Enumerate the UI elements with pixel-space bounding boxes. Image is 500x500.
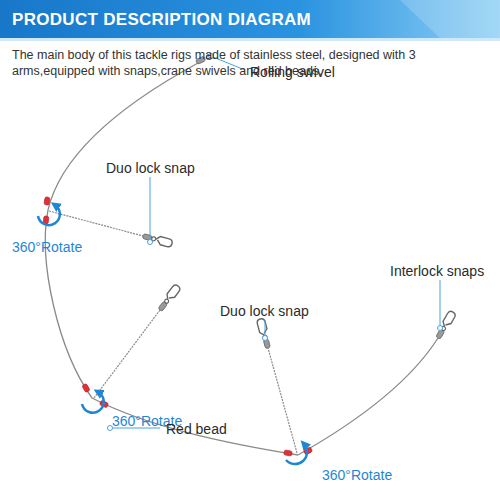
part-label: Rolling swivel: [250, 63, 335, 81]
duo-lock-snap: [142, 232, 173, 247]
main-wire: [45, 63, 298, 455]
banner-accent: [400, 0, 500, 38]
interlock-snap: [435, 310, 457, 340]
leader-lines: [108, 54, 443, 431]
rotate-arrow: [82, 392, 104, 413]
leader-line: [150, 177, 151, 240]
red-bead: [44, 197, 50, 206]
leader-dot: [148, 240, 153, 245]
duo-lock-snap: [256, 318, 271, 349]
title-text: PRODUCT DESCRIPTION DIAGRAM: [12, 10, 311, 30]
rotate-arrow: [38, 205, 60, 225]
arm-wire: [49, 211, 143, 236]
main-wire: [298, 338, 438, 455]
leader-dot: [263, 336, 268, 341]
leader-line: [265, 320, 266, 336]
rotate-label: 360°Rotate: [12, 238, 82, 256]
leader-line: [440, 280, 441, 326]
red-bead: [284, 450, 293, 456]
arm-wire: [94, 310, 160, 398]
part-label: Interlock snaps: [390, 262, 484, 280]
duo-lock-snap: [157, 284, 181, 313]
leader-dot: [108, 426, 113, 431]
part-label: Red bead: [166, 420, 227, 438]
banner-rule: [0, 38, 500, 41]
rotate-arrow: [286, 444, 307, 464]
part-label: Duo lock snap: [106, 159, 195, 177]
part-label: Duo lock snap: [220, 302, 309, 320]
arm-wire: [268, 348, 297, 453]
red-bead: [82, 383, 90, 392]
leader-dot: [438, 326, 443, 331]
title-banner: [0, 0, 500, 38]
rotate-label: 360°Rotate: [322, 466, 392, 484]
